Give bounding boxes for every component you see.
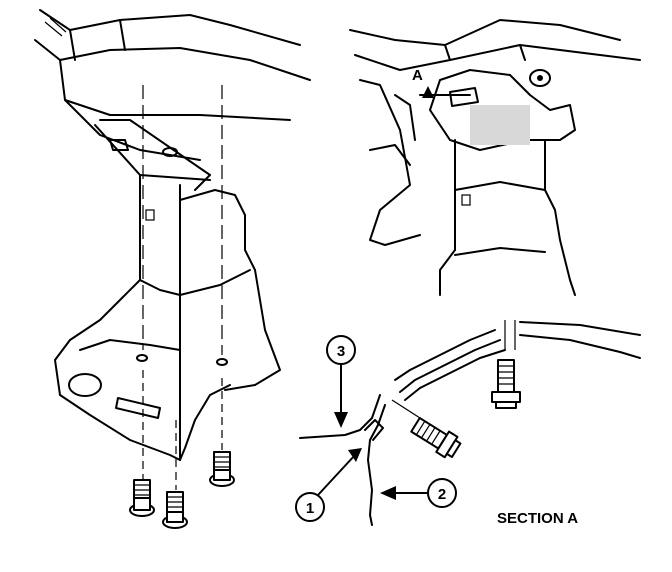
callout-2-label: 2 — [438, 486, 446, 503]
bolt-left-2 — [162, 491, 188, 529]
section-marker-label: A — [412, 67, 423, 84]
bolt-left-3 — [209, 451, 235, 487]
callout-3: 3 — [326, 335, 356, 428]
bolt-left-1 — [129, 479, 155, 517]
section-a-title: SECTION A — [497, 510, 578, 527]
bolt-section-vertical — [491, 359, 521, 409]
right-view-assembly: A — [349, 19, 641, 296]
section-a-detail: 3 1 2 SECTION A — [295, 320, 641, 527]
callout-1-label: 1 — [306, 500, 314, 517]
callout-2: 2 — [380, 478, 457, 508]
callout-3-label: 3 — [337, 343, 345, 360]
callout-1: 1 — [295, 448, 362, 522]
bolt-section-angled — [410, 417, 462, 459]
left-view-assembly — [34, 9, 311, 529]
